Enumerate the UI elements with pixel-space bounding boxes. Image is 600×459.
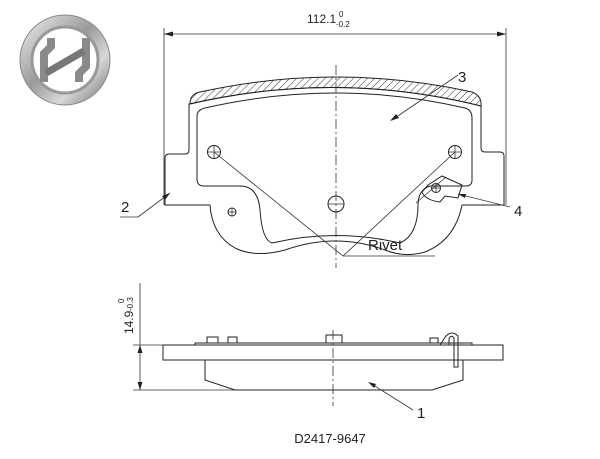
callout-1: 1	[417, 405, 425, 422]
thickness-value: 14.9	[122, 310, 136, 334]
width-value: 112.1	[307, 12, 336, 26]
wear-indicator-clip	[415, 175, 463, 204]
rivet-label: Rivet	[368, 237, 403, 254]
width-dimension: 112.1 0 -0.2	[163, 10, 507, 205]
callout-2: 2	[121, 199, 129, 216]
pad-side-view: 14.9 0 -0.3 1	[117, 283, 504, 422]
rivet-hole-center	[327, 195, 345, 213]
thickness-lower-tolerance: -0.3	[126, 297, 135, 311]
width-lower-tolerance: -0.2	[336, 20, 350, 29]
width-upper-tolerance: 0	[339, 10, 344, 19]
callout-3: 3	[458, 69, 466, 86]
callout-4: 4	[514, 203, 522, 220]
thickness-upper-tolerance: 0	[117, 298, 126, 303]
part-number: D2417-9647	[294, 431, 366, 446]
pad-top-view: Rivet 2 3 4	[120, 65, 522, 268]
small-hole	[227, 207, 237, 217]
brand-logo	[19, 14, 111, 106]
